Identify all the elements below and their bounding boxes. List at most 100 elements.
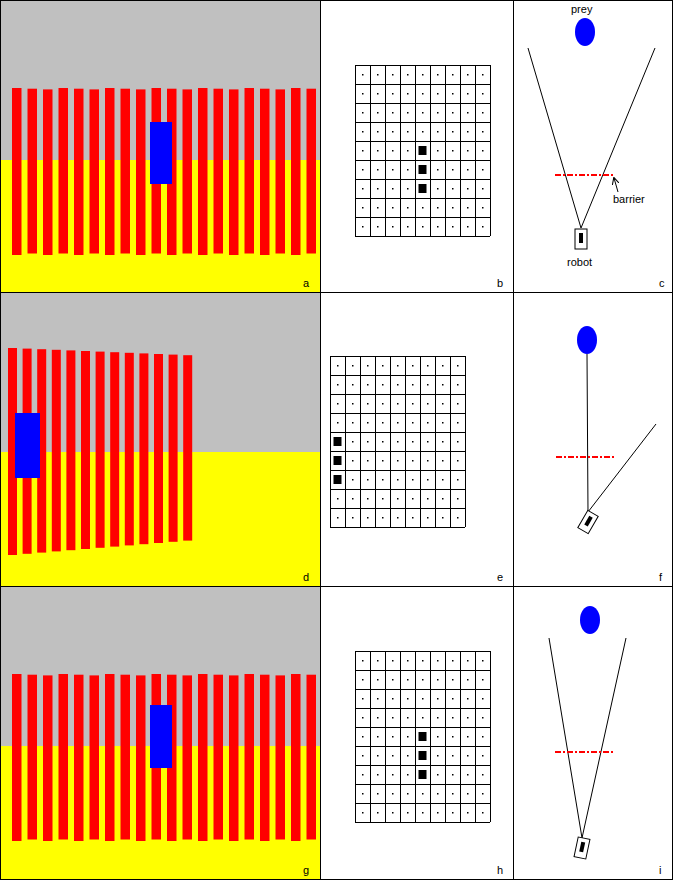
grid-line — [465, 356, 466, 527]
grid-dot — [392, 774, 394, 776]
grid-line — [355, 670, 490, 671]
grid-dot — [422, 717, 424, 719]
grid-dot — [482, 150, 484, 152]
grid-dot — [437, 131, 439, 133]
grid-dot — [377, 188, 379, 190]
grid-dot — [412, 384, 414, 386]
grid-dot — [362, 169, 364, 171]
grid-dot — [397, 384, 399, 386]
grid-dot — [362, 698, 364, 700]
grid-line — [390, 356, 391, 527]
sky — [1, 1, 320, 292]
barrier-bar — [105, 88, 115, 255]
grid-dot — [397, 403, 399, 405]
active-cell — [419, 165, 427, 174]
grid-dot — [452, 112, 454, 114]
grid-dot — [377, 679, 379, 681]
grid-dot — [467, 679, 469, 681]
grid-dot — [467, 793, 469, 795]
part-label: prey — [571, 3, 592, 16]
grid-dot — [452, 679, 454, 681]
grid-dot — [422, 679, 424, 681]
grid-dot — [482, 169, 484, 171]
barrier-bar — [90, 675, 100, 839]
barrier-bar — [291, 674, 301, 841]
active-cell — [334, 475, 342, 484]
grid-line — [330, 356, 465, 357]
grid-dot — [437, 793, 439, 795]
grid-dot — [437, 169, 439, 171]
grid-dot — [377, 131, 379, 133]
grid-dot — [412, 517, 414, 519]
grid-dot — [412, 479, 414, 481]
grid-line — [360, 356, 361, 527]
barrier-bar — [105, 674, 115, 841]
grid-line — [355, 84, 490, 85]
top-view — [556, 326, 656, 534]
grid-line — [355, 651, 490, 652]
grid-dot — [467, 717, 469, 719]
active-cell — [334, 437, 342, 446]
grid-dot — [362, 660, 364, 662]
grid-line — [385, 65, 386, 236]
grid-dot — [377, 150, 379, 152]
grid-dot — [457, 498, 459, 500]
grid-dot — [467, 226, 469, 228]
barrier-bar — [154, 354, 163, 543]
grid-dot — [362, 93, 364, 95]
grid-line — [355, 803, 490, 804]
grid-dot — [422, 112, 424, 114]
prey-view — [15, 413, 40, 478]
grid-dot — [482, 679, 484, 681]
grid-dot — [457, 403, 459, 405]
panel-letter: e — [497, 571, 503, 584]
panel-letter: b — [497, 277, 503, 290]
grid-dot — [407, 131, 409, 133]
grid-dot — [407, 774, 409, 776]
barrier-bar — [260, 89, 270, 255]
grid-dot — [482, 93, 484, 95]
grid-dot — [382, 422, 384, 424]
grid-line — [445, 65, 446, 236]
grid-dot — [407, 74, 409, 76]
grid-line — [330, 413, 465, 414]
grid-dot — [362, 793, 364, 795]
grid-dot — [352, 479, 354, 481]
grid-line — [355, 822, 490, 823]
prey-shape — [577, 326, 597, 354]
grid-dot — [352, 384, 354, 386]
grid-dot — [362, 736, 364, 738]
grid-dot — [397, 498, 399, 500]
grid-dot — [412, 460, 414, 462]
grid-dot — [397, 517, 399, 519]
barrier-bar — [229, 89, 239, 255]
barrier-line — [556, 456, 616, 458]
grid-dot — [427, 384, 429, 386]
grid-dot — [467, 112, 469, 114]
grid-dot — [467, 131, 469, 133]
grid-dot — [377, 226, 379, 228]
barrier-bar — [214, 675, 224, 840]
grid-line — [490, 651, 491, 822]
grid-dot — [407, 226, 409, 228]
grid-dot — [452, 93, 454, 95]
grid-dot — [367, 479, 369, 481]
grid-line — [420, 356, 421, 527]
retina-grid — [355, 65, 491, 237]
part-label: barrier — [613, 193, 645, 206]
grid-dot — [437, 736, 439, 738]
panel-letter: a — [303, 277, 309, 290]
grid-dot — [482, 774, 484, 776]
grid-line — [355, 651, 356, 822]
grid-dot — [392, 112, 394, 114]
grid-dot — [412, 498, 414, 500]
grid-dot — [467, 207, 469, 209]
grid-line — [400, 651, 401, 822]
grid-dot — [482, 698, 484, 700]
grid-dot — [457, 479, 459, 481]
grid-dot — [452, 698, 454, 700]
grid-dot — [427, 460, 429, 462]
barrier-bar — [136, 675, 146, 841]
grid-line — [330, 356, 331, 527]
